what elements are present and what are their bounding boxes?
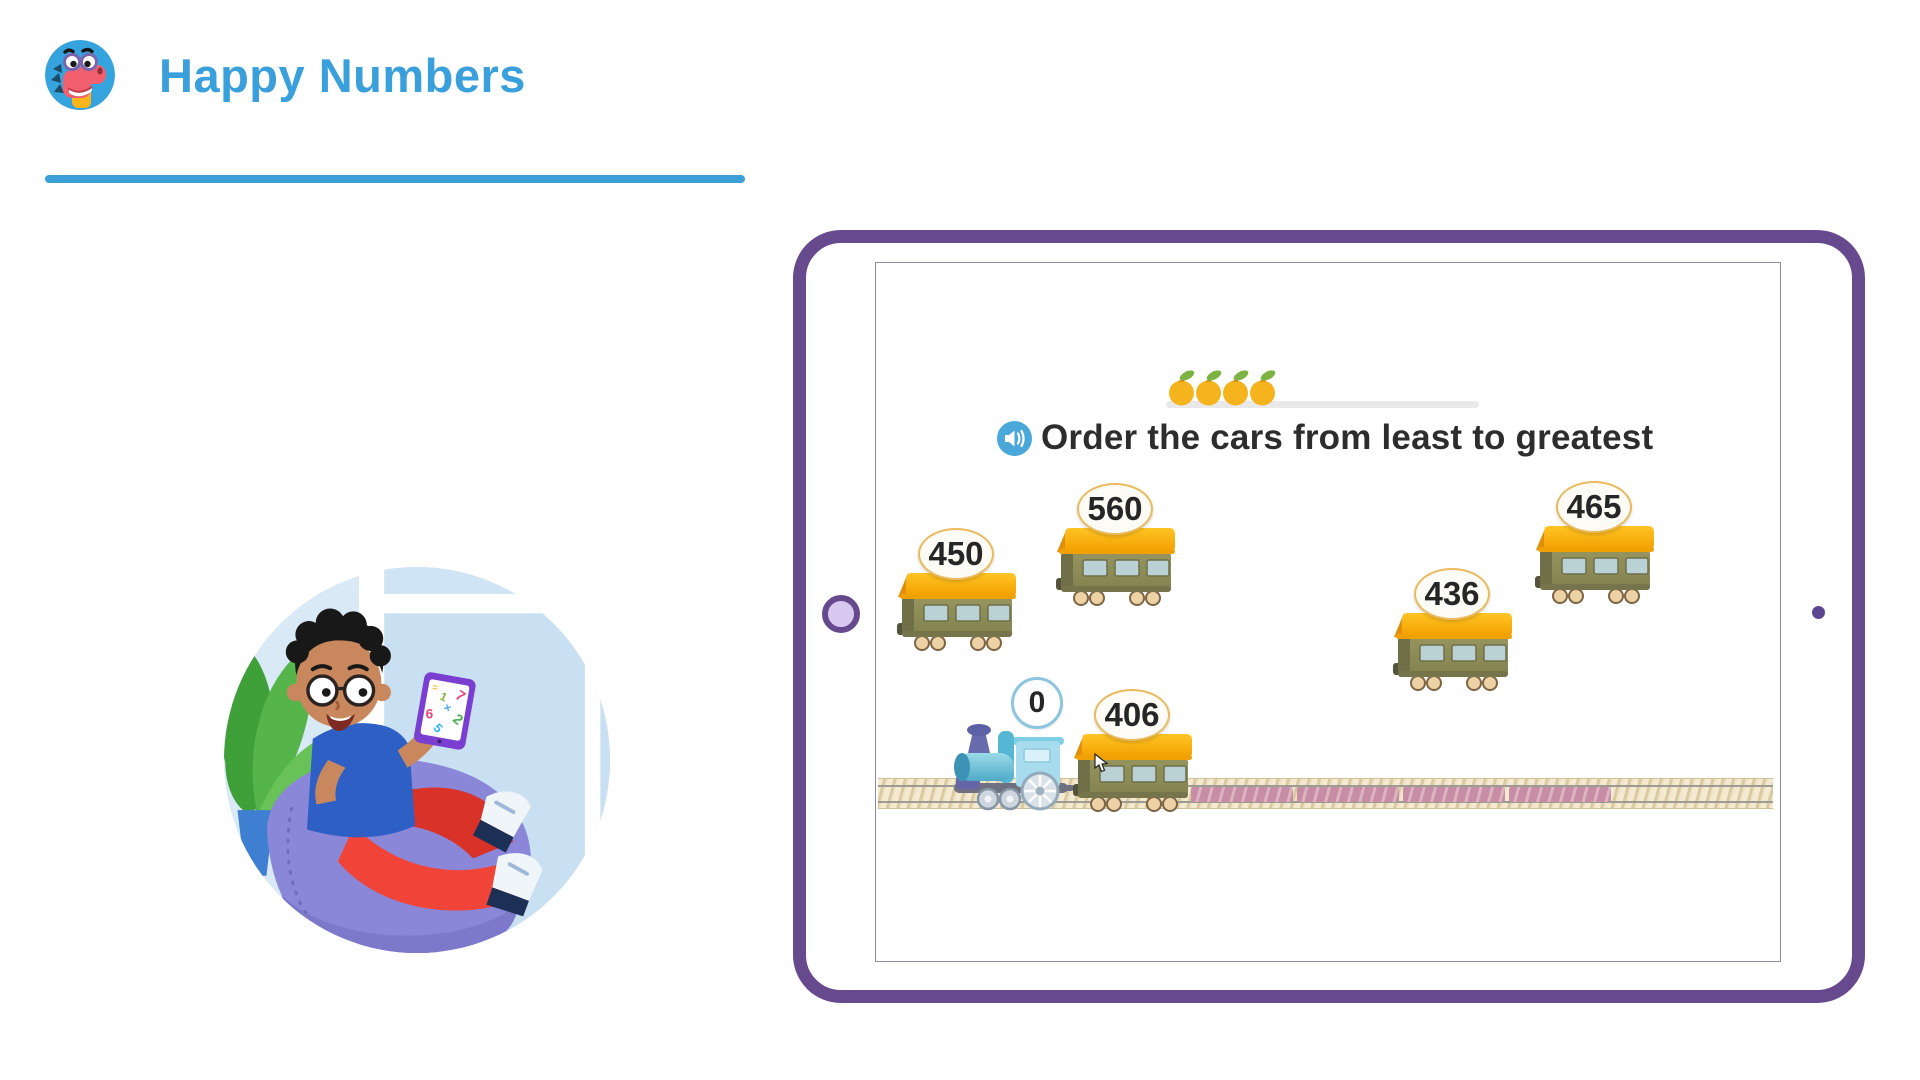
car-number-badge: 406 <box>1094 689 1170 741</box>
orange-icon <box>1168 369 1195 407</box>
car-number-badge: 436 <box>1414 568 1490 620</box>
home-button[interactable] <box>822 595 860 633</box>
mouse-cursor <box>1094 753 1111 773</box>
drop-slot[interactable] <box>1403 787 1505 802</box>
train-car-icon <box>1532 522 1656 604</box>
app-header: Happy Numbers <box>45 40 526 110</box>
drop-slot[interactable] <box>1297 787 1399 802</box>
progress-fruits <box>1168 369 1276 407</box>
header-underline <box>45 175 745 183</box>
drop-slot[interactable] <box>1509 787 1611 802</box>
rail-line <box>878 785 1773 787</box>
instruction-text: Order the cars from least to greatest <box>1041 418 1654 457</box>
orange-icon <box>1249 369 1276 407</box>
locomotive-icon <box>954 719 1074 811</box>
train-car-icon <box>894 569 1018 651</box>
orange-icon <box>1222 369 1249 407</box>
instruction-row: Order the cars from least to greatest <box>997 417 1653 459</box>
train-car-450[interactable]: 450 <box>894 528 1018 651</box>
train-car-406[interactable]: 406 <box>1070 689 1194 812</box>
train-car-icon <box>1390 609 1514 691</box>
rail-line <box>878 801 1773 803</box>
car-number-badge: 465 <box>1556 481 1632 533</box>
drop-slot[interactable] <box>1191 787 1293 802</box>
svg-text:=: = <box>431 682 439 694</box>
car-number-badge: 450 <box>918 528 994 580</box>
svg-text:6: 6 <box>426 706 434 721</box>
speaker-icon[interactable] <box>997 421 1032 456</box>
tablet-device: Order the cars from least to greatest 45… <box>793 230 1865 1003</box>
engine-number-badge: 0 <box>1011 677 1063 729</box>
tablet-screen: Order the cars from least to greatest 45… <box>875 262 1781 962</box>
drop-slots <box>1191 787 1611 802</box>
orange-icon <box>1195 369 1222 407</box>
happy-numbers-dino-icon <box>45 40 115 110</box>
app-title: Happy Numbers <box>159 48 526 102</box>
happy-numbers-logo[interactable] <box>45 40 115 110</box>
train-car-465[interactable]: 465 <box>1532 481 1656 604</box>
car-number-badge: 560 <box>1077 483 1153 535</box>
svg-text:1: 1 <box>438 691 449 705</box>
train-car-436[interactable]: 436 <box>1390 568 1514 691</box>
student-illustration: 7 2 × 1 = 6 5 <box>224 567 610 953</box>
train-car-icon <box>1053 524 1177 606</box>
train-car-560[interactable]: 560 <box>1053 483 1177 606</box>
progress-bar <box>1166 401 1479 408</box>
camera-icon <box>1812 606 1825 619</box>
train-car-icon <box>1070 730 1194 812</box>
